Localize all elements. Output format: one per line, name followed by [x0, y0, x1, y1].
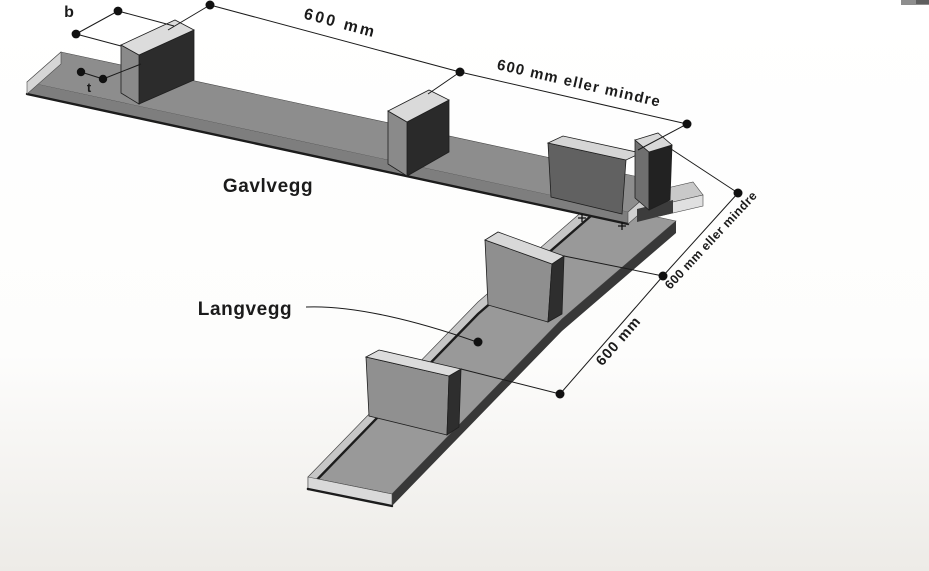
dim-dot: [455, 67, 465, 77]
long-wall-leader-dot: [473, 337, 483, 347]
long-stud-1: [484, 231, 565, 323]
nail-mark-1: [578, 214, 586, 222]
gable-stud-1: [120, 19, 195, 105]
long-plate-bottom-edge: [306, 213, 594, 491]
gable-stud-2: [387, 89, 450, 177]
corner-stud-gable-dark-face: [648, 144, 673, 211]
gable-wall-label: Gavlvegg: [223, 176, 313, 197]
long-plate-right-side-face: [392, 221, 676, 506]
corner-studs: [546, 132, 673, 230]
dim-dot: [113, 6, 123, 16]
dim-dot: [98, 74, 108, 84]
gable-plate-front-face: [27, 82, 628, 224]
wall-labels: Gavlvegg Langvegg: [198, 176, 483, 347]
corner-sill-shadow-strip: [637, 200, 673, 222]
long-stud-2: [364, 349, 463, 436]
dim-dot: [71, 29, 81, 39]
gable-stud-2-top-face: [387, 89, 450, 123]
dim-dot: [76, 67, 86, 77]
nail-mark-2: [618, 222, 626, 230]
stud-width-label: b: [64, 4, 74, 21]
gable-stud-1-top-face: [120, 19, 195, 56]
gable-plate-bottom-edge: [25, 92, 630, 226]
dim-dot: [658, 271, 668, 281]
stud-section-dimensions: b t: [64, 4, 175, 95]
dim-dot: [205, 0, 215, 10]
stud-thickness-label: t: [87, 80, 92, 95]
long-plate-end-bottom-edge: [306, 487, 394, 508]
photo-edge-artifact: [901, 0, 929, 5]
corner-stud-gable-top-face: [634, 132, 673, 153]
long-stud-2-dark-face: [446, 368, 462, 436]
photo-edge-artifact-dark: [916, 0, 929, 4]
long-stud-1-top-face: [484, 231, 565, 265]
gable-plate-left-end-face: [26, 51, 62, 95]
long-wall-label: Langvegg: [198, 299, 293, 320]
dim-dot: [682, 119, 692, 129]
dim-dot: [555, 389, 565, 399]
long-wall-leader-line: [305, 306, 475, 342]
dim-dot: [733, 188, 743, 198]
